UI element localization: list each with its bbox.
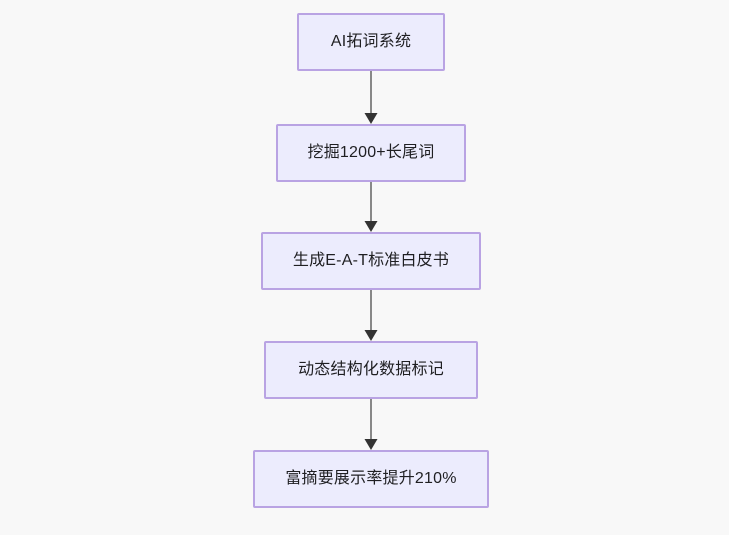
flow-node-n2[interactable]: 挖掘1200+长尾词 [276, 124, 466, 182]
flow-node-label: 动态结构化数据标记 [298, 361, 444, 378]
flow-node-n1[interactable]: AI拓词系统 [297, 13, 445, 71]
flow-node-n5[interactable]: 富摘要展示率提升210% [253, 450, 489, 508]
flow-node-n4[interactable]: 动态结构化数据标记 [264, 341, 478, 399]
flow-arrow-3 [359, 290, 383, 341]
flow-arrow-4 [359, 399, 383, 450]
flow-node-label: AI拓词系统 [330, 33, 412, 50]
flow-node-n3[interactable]: 生成E-A-T标准白皮书 [261, 232, 481, 290]
flow-arrow-2 [359, 182, 383, 232]
flow-arrow-1 [359, 71, 383, 124]
flow-node-label: 挖掘1200+长尾词 [307, 144, 435, 161]
flow-node-label: 富摘要展示率提升210% [285, 470, 457, 487]
flow-node-label: 生成E-A-T标准白皮书 [292, 252, 450, 269]
